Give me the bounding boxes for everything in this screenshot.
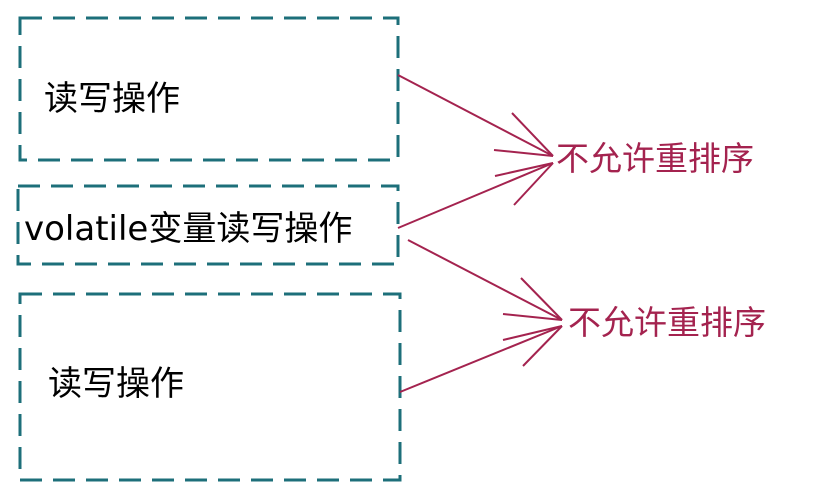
arrowhead-bottom-a2 <box>502 313 563 321</box>
box-read-write-top-label: 读写操作 <box>44 79 180 119</box>
arrowhead-bottom-b2 <box>522 325 563 367</box>
box-read-write-bottom-label: 读写操作 <box>48 364 184 404</box>
box-read-write-bottom: 读写操作 <box>18 292 402 482</box>
box-read-write-top: 读写操作 <box>18 16 400 162</box>
box-volatile-read-write: volatile变量读写操作 <box>16 184 400 266</box>
box-volatile-read-write-label: volatile变量读写操作 <box>24 209 352 249</box>
box-read-write-top-border <box>18 16 400 162</box>
arrowhead-top-b2 <box>513 162 554 206</box>
arrow-top-from-box2 <box>397 162 554 229</box>
arrow-bottom-from-box2 <box>407 239 563 321</box>
arrowhead-top-a1 <box>511 112 554 157</box>
arrow-group-top: 不允许重排序 <box>397 74 754 229</box>
box-volatile-read-write-border <box>16 184 400 266</box>
arrow-bottom-from-box3 <box>399 325 563 393</box>
arrow-top-from-box1 <box>397 74 554 157</box>
arrowhead-bottom-b1 <box>502 325 563 341</box>
arrowhead-top-a2 <box>493 149 554 157</box>
arrow-label-top: 不允许重排序 <box>556 139 754 178</box>
arrow-label-bottom: 不允许重排序 <box>568 303 766 342</box>
box-read-write-bottom-border <box>18 292 402 482</box>
arrowhead-top-b1 <box>494 162 554 177</box>
arrowhead-bottom-a1 <box>520 277 563 321</box>
arrow-group-bottom: 不允许重排序 <box>399 239 766 393</box>
